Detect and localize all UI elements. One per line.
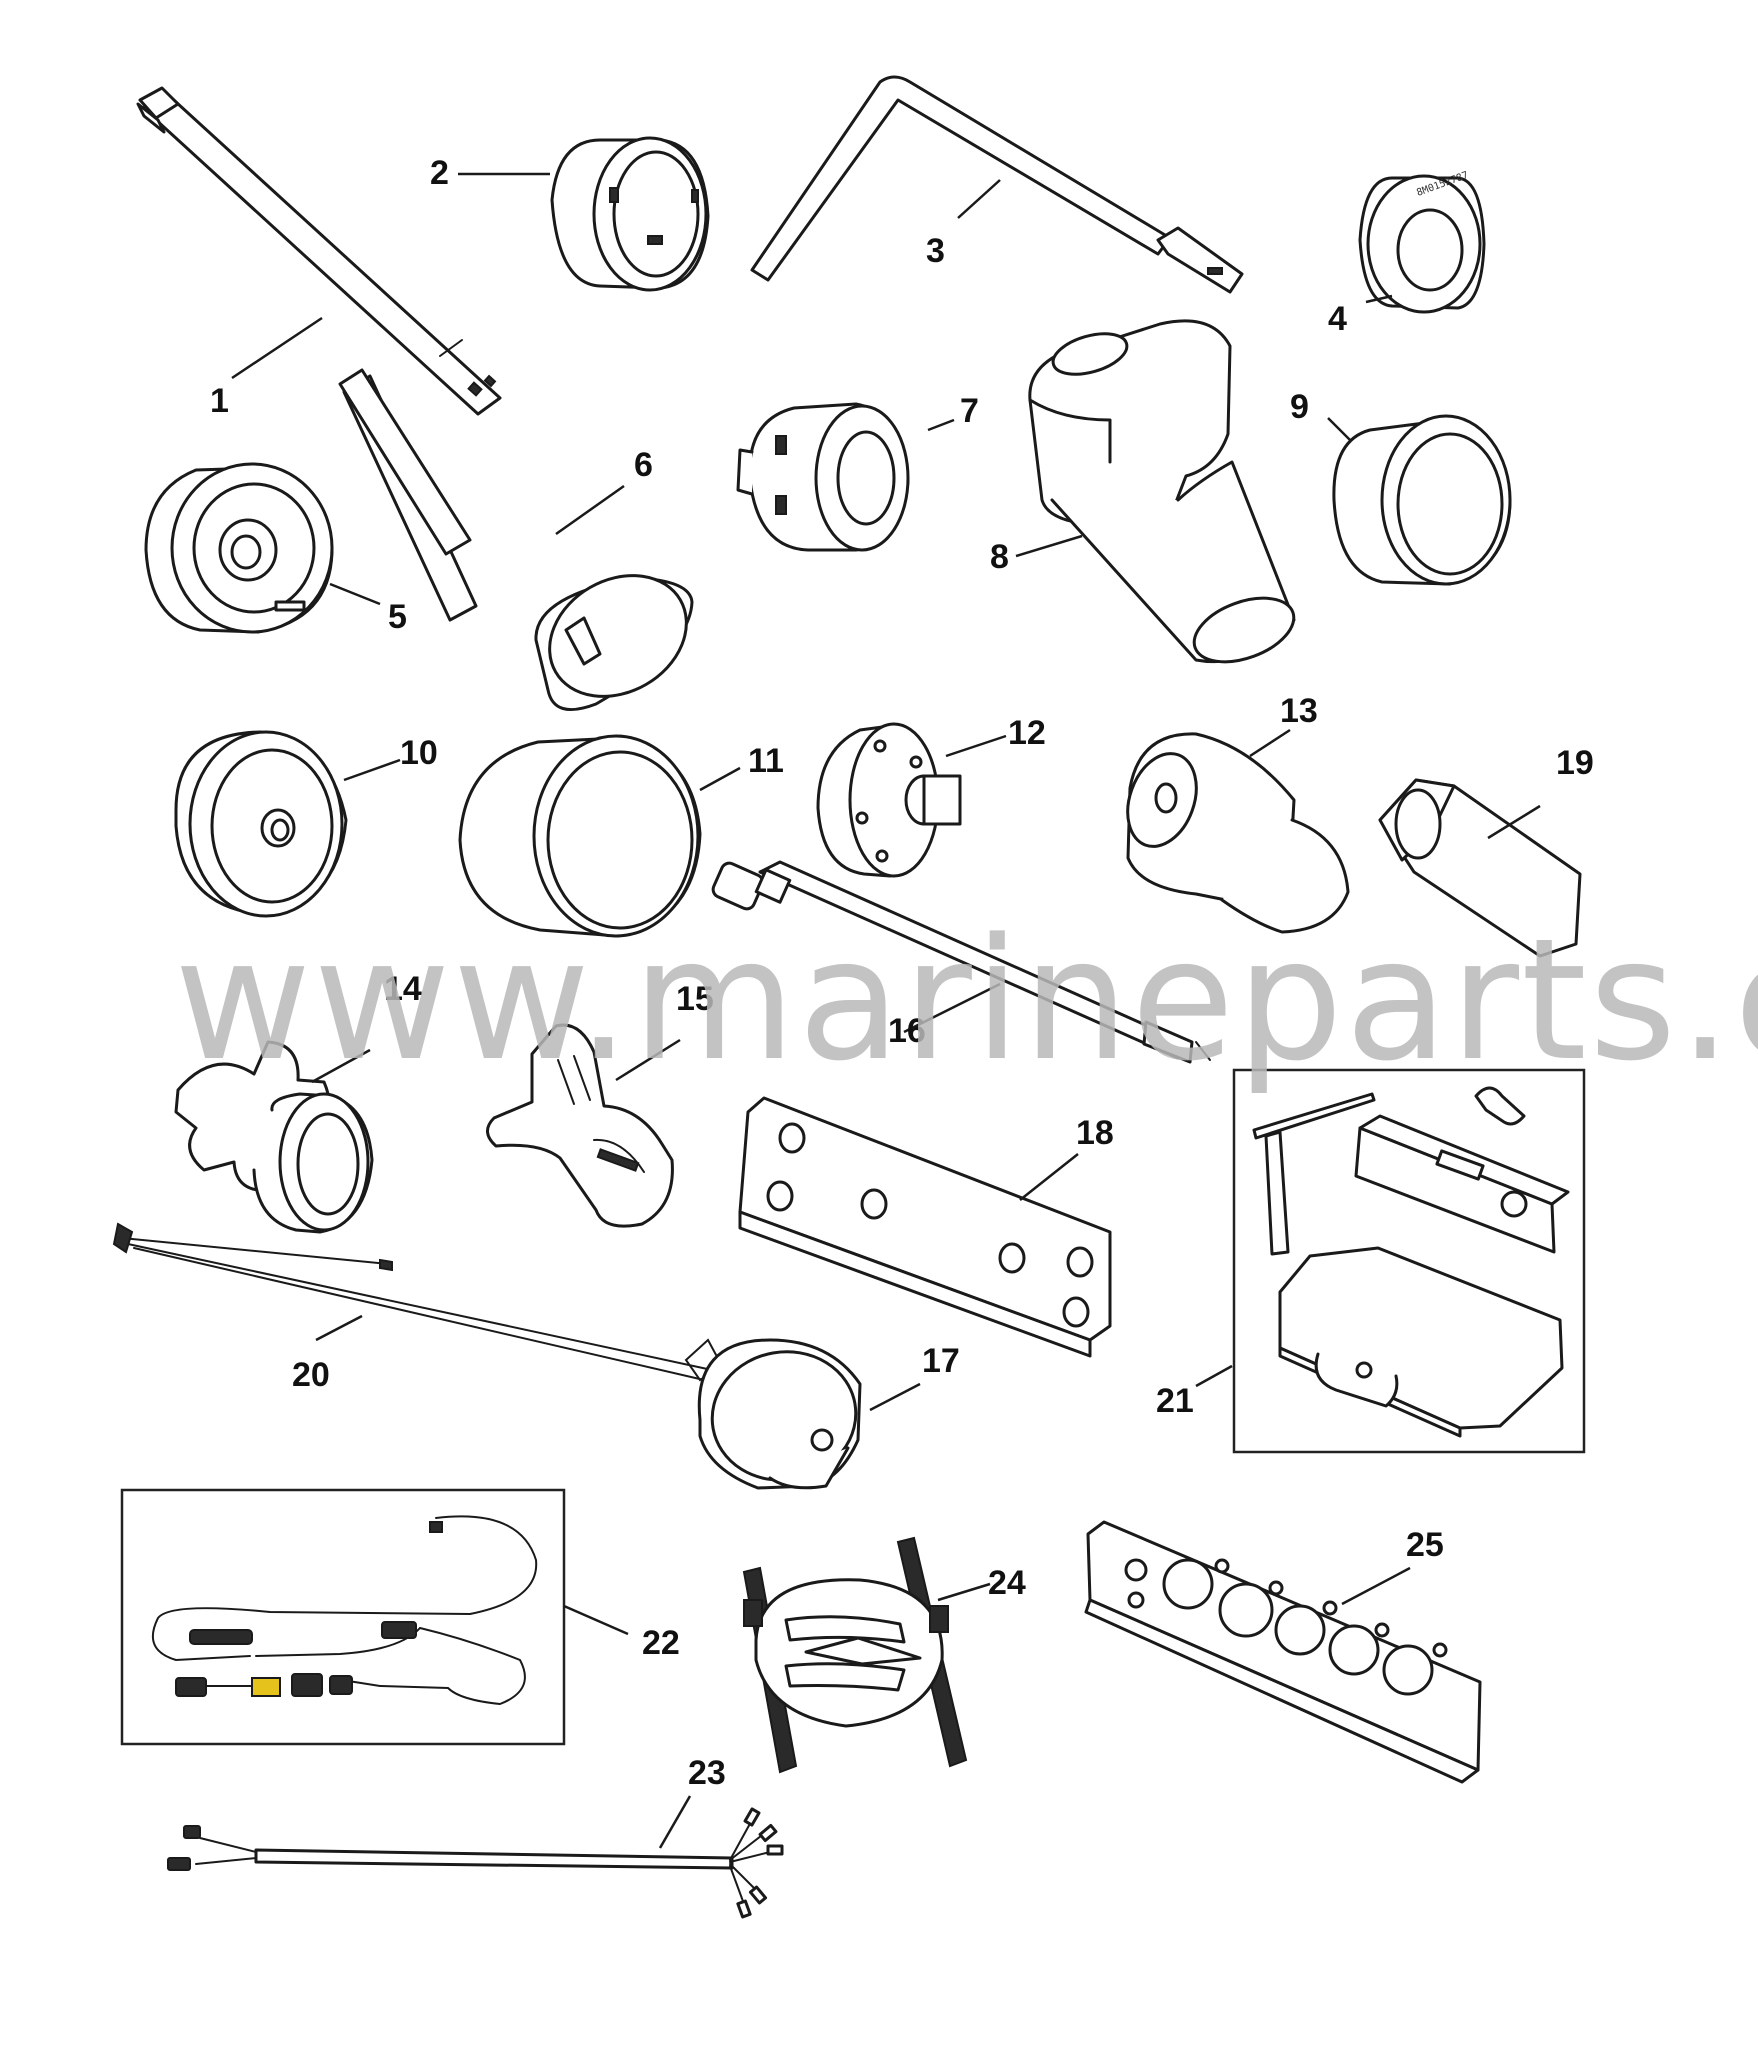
part-22-frame <box>120 1488 566 1746</box>
part-13-stepped-cylinder <box>1126 732 1350 934</box>
part-4-small-ring: 8M0152787 <box>1358 170 1486 314</box>
part-25-tool-block <box>1084 1520 1482 1784</box>
callout-18: 18 <box>1076 1114 1114 1152</box>
callout-9: 9 <box>1290 388 1309 426</box>
part-24-bearing-separator <box>742 1536 968 1774</box>
callout-20: 20 <box>292 1356 330 1394</box>
callout-15: 15 <box>676 980 714 1018</box>
part-2-socket-cup <box>550 136 710 292</box>
callout-8: 8 <box>990 538 1009 576</box>
callout-19: 19 <box>1556 744 1594 782</box>
callout-16: 16 <box>888 1012 926 1050</box>
callout-7: 7 <box>960 392 979 430</box>
callout-13: 13 <box>1280 692 1318 730</box>
callout-21: 21 <box>1156 1382 1194 1420</box>
part-5-drum-hub <box>144 462 334 634</box>
part-7-splined-cup <box>736 402 910 552</box>
callout-5: 5 <box>388 598 407 636</box>
part-19-hex-block <box>1378 778 1582 958</box>
part-10-disc-cover <box>174 730 348 918</box>
part-11-tall-ring <box>458 734 702 938</box>
callout-23: 23 <box>688 1754 726 1792</box>
part-9-ring <box>1332 414 1512 586</box>
part-6-splined-driver <box>338 368 694 712</box>
part-23-harness <box>167 1807 784 1919</box>
callout-12: 12 <box>1008 714 1046 752</box>
callout-10: 10 <box>400 734 438 772</box>
callout-6: 6 <box>634 446 653 484</box>
callout-24: 24 <box>988 1564 1026 1602</box>
callout-14: 14 <box>384 970 422 1008</box>
watermark-text: www.marineparts.eu <box>174 902 1758 1098</box>
callout-2: 2 <box>430 154 449 192</box>
part-18-flat-plate <box>738 1096 1112 1358</box>
callout-11: 11 <box>748 742 784 780</box>
part-15-bracket <box>486 1023 674 1228</box>
part-16-threaded-rod <box>711 860 1211 1064</box>
part-21-frame <box>1232 1068 1586 1454</box>
part-1-hex-bar <box>136 86 502 416</box>
callout-1: 1 <box>210 382 229 420</box>
part-12-flanged-hub <box>816 722 962 878</box>
callout-25: 25 <box>1406 1526 1444 1564</box>
callout-4: 4 <box>1328 300 1347 338</box>
part-22-cable-assembly <box>120 1488 566 1746</box>
part-20-wire <box>112 1222 724 1382</box>
callout-22: 22 <box>642 1624 680 1662</box>
part-21-tool-kit <box>1232 1068 1586 1454</box>
part-3-bent-bar <box>750 75 1244 294</box>
part-14-star-clamp <box>174 1040 374 1234</box>
part-17-round-cap <box>697 1338 862 1490</box>
callout-17: 17 <box>922 1342 960 1380</box>
part-8-large-driver <box>1028 319 1296 664</box>
callout-3: 3 <box>926 232 945 270</box>
